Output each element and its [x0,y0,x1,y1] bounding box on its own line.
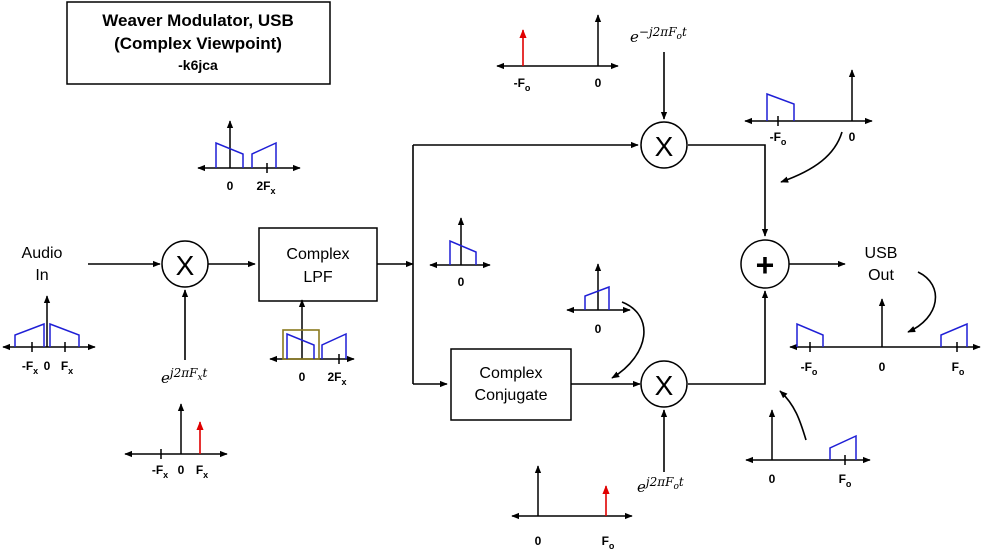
title-box: Weaver Modulator, USB (Complex Viewpoint… [66,1,331,85]
usb-output: USB Out [865,245,898,284]
svg-text:0: 0 [44,359,51,373]
svg-text:Fo: Fo [839,472,852,489]
spectrum-audio-input: -Fx 0 Fx [2,295,96,376]
audio-in-label-line-2: In [35,267,48,284]
svg-text:0: 0 [227,179,234,193]
svg-text:0: 0 [535,534,542,548]
curved-arrow-conj-spectrum [611,301,645,379]
curved-arrow-lower-spectrum [779,390,807,441]
mixer-upper-symbol: X [655,131,674,162]
spectrum-lower-mixer-output: 0 Fo [745,409,871,489]
sum-symbol: + [756,247,775,283]
svg-text:-Fx: -Fx [22,359,38,376]
spectrum-conj-input: 0 [566,263,631,336]
complex-lpf-block: Complex LPF [258,227,378,302]
lpf-label-line-2: LPF [303,269,333,286]
audio-input: Audio In [22,245,63,284]
usb-out-label-line-1: USB [865,245,898,262]
svg-text:-Fo: -Fo [770,130,787,147]
mixer-lower-symbol: X [655,370,674,401]
lo1-expression: ej2πFxt [161,366,208,387]
title-line-1: Weaver Modulator, USB [102,11,293,30]
curved-arrow-upper-spectrum [780,131,843,183]
mixer-1-symbol: X [176,250,195,281]
lpf-label-line-1: Complex [286,246,349,263]
svg-text:-Fo: -Fo [801,360,818,377]
spectrum-lo-upper-tone: -Fo 0 [496,14,619,93]
complex-conjugate-block: Complex Conjugate [450,348,572,421]
spectrum-after-mixer-1: 0 2Fx [197,120,301,196]
upper-mixer-to-sum-arrow [688,144,769,237]
spectrum-lo-lower-tone: 0 Fo [511,465,633,551]
author-label: -k6jca [178,57,218,73]
svg-text:0: 0 [879,360,886,374]
mixer-upper: X [640,121,688,169]
conj-label-line-2: Conjugate [475,387,548,404]
svg-text:-Fo: -Fo [514,76,531,93]
spectrum-lpf-response: 0 2Fx [269,299,355,387]
mixer-1: X [161,240,209,288]
lo-lower-expression: ej2πFot [637,475,684,496]
svg-text:2Fx: 2Fx [256,179,275,196]
svg-text:0: 0 [769,472,776,486]
lo-upper-expression: e−j2πFot [630,25,687,46]
svg-text:0: 0 [595,76,602,90]
lower-mixer-to-sum-arrow [688,290,769,385]
svg-text:Fx: Fx [196,463,208,480]
usb-out-label-line-2: Out [868,267,894,284]
spectrum-upper-mixer-output: -Fo 0 [744,69,873,147]
mixer-lower: X [640,360,688,408]
summing-junction: + [740,239,790,289]
spectrum-usb-output: -Fo 0 Fo [789,298,981,377]
svg-text:-Fx: -Fx [152,463,168,480]
spectrum-after-lpf: 0 [429,217,491,289]
audio-in-label-line-1: Audio [22,245,63,262]
title-line-2: (Complex Viewpoint) [114,34,282,53]
svg-text:Fo: Fo [602,534,615,551]
curved-arrow-output-spectrum [907,271,937,333]
svg-text:0: 0 [178,463,185,477]
svg-text:0: 0 [849,130,856,144]
spectrum-lo1-tone: -Fx 0 Fx [124,403,228,480]
svg-text:Fo: Fo [952,360,965,377]
svg-text:0: 0 [299,370,306,384]
svg-text:2Fx: 2Fx [327,370,346,387]
svg-text:0: 0 [458,275,465,289]
svg-text:0: 0 [595,322,602,336]
svg-text:Fx: Fx [61,359,73,376]
conj-label-line-1: Complex [479,365,542,382]
